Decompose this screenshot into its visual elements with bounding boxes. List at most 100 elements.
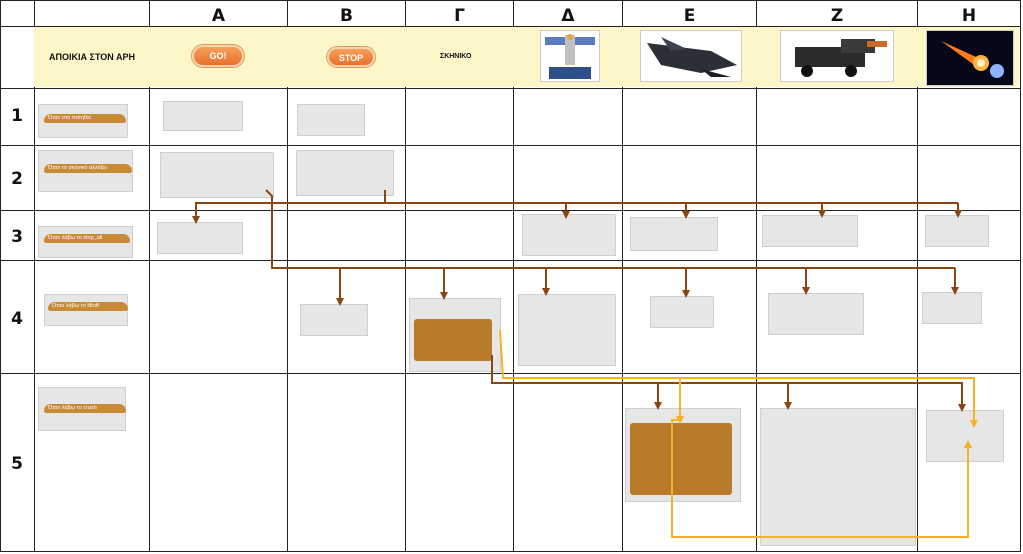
go-button[interactable]: GO! xyxy=(192,45,244,67)
table-cell xyxy=(0,0,35,27)
script-z4 xyxy=(768,293,864,335)
column-header-b: Β xyxy=(340,6,353,26)
table-cell xyxy=(287,88,406,146)
table-cell xyxy=(917,373,1021,552)
table-cell xyxy=(513,210,623,261)
row-number-2: 2 xyxy=(11,169,23,189)
script-a3 xyxy=(157,222,243,254)
table-cell xyxy=(287,145,406,211)
table-cell xyxy=(0,260,35,374)
table-cell xyxy=(0,373,35,552)
table-cell xyxy=(0,210,35,261)
column-header-a: Α xyxy=(211,6,226,26)
table-cell xyxy=(405,373,514,552)
table-cell xyxy=(513,88,623,146)
table-cell xyxy=(287,260,406,374)
script-g4 xyxy=(409,298,501,372)
table-cell xyxy=(34,260,150,374)
row-number-5: 5 xyxy=(11,454,23,474)
table-cell xyxy=(149,145,288,211)
table-cell xyxy=(622,260,757,374)
table-cell xyxy=(0,88,35,146)
table-cell xyxy=(756,373,918,552)
table-cell xyxy=(287,210,406,261)
table-cell xyxy=(513,0,623,27)
script-a1 xyxy=(163,101,243,131)
script-z3 xyxy=(762,215,858,247)
liftoff-arrows xyxy=(265,189,959,306)
script-e3 xyxy=(630,217,718,251)
table-cell xyxy=(149,260,288,374)
satellite-image xyxy=(540,30,600,82)
table-cell xyxy=(756,88,918,146)
table-cell xyxy=(149,88,288,146)
table-cell xyxy=(513,373,623,552)
table-cell xyxy=(405,210,514,261)
crash-arrows xyxy=(491,355,966,412)
row5-label-block: Όταν λάβω το crash xyxy=(44,404,126,413)
row3-label-block: Όταν λάβω το stop_all xyxy=(44,234,130,243)
table-cell xyxy=(917,88,1021,146)
row-number-1: 1 xyxy=(11,106,23,126)
script-g4-loop xyxy=(414,319,492,361)
spaceship-image xyxy=(640,30,742,82)
script-b2 xyxy=(296,150,394,196)
script-h5 xyxy=(926,410,1004,462)
rover-image xyxy=(780,30,894,82)
table-cell xyxy=(622,373,757,552)
table-cell xyxy=(34,373,150,552)
table-cell xyxy=(756,260,918,374)
table-cell xyxy=(287,0,406,27)
table-cell xyxy=(622,145,757,211)
stop-button[interactable]: STOP xyxy=(327,47,375,67)
table-cell xyxy=(405,260,514,374)
row2-label-block: Όταν το σκηνικό αλλάξει xyxy=(44,164,132,173)
table-cell xyxy=(622,0,757,27)
table-cell xyxy=(917,260,1021,374)
stop-all-arrows xyxy=(192,190,962,224)
column-header-h: Η xyxy=(961,6,977,26)
script-z5 xyxy=(760,408,916,546)
table-cell xyxy=(0,145,35,211)
column-header-z: Ζ xyxy=(830,6,844,26)
table-cell xyxy=(405,0,514,27)
table-cell xyxy=(756,0,918,27)
table-cell xyxy=(513,145,623,211)
yellow-arrows xyxy=(499,329,978,538)
row-number-4: 4 xyxy=(11,309,23,329)
script-e5-loop xyxy=(630,423,732,495)
script-a2 xyxy=(160,152,274,198)
column-header-d: Δ xyxy=(561,6,575,26)
script-d4 xyxy=(518,294,616,366)
table-cell xyxy=(756,145,918,211)
column-header-e: Ε xyxy=(683,6,696,26)
table-cell xyxy=(34,0,150,27)
scene-label: ΣΚΗΝΙΚΟ xyxy=(440,53,472,60)
row4-label-block: Όταν λάβω το liftoff xyxy=(48,302,128,311)
table-cell xyxy=(34,145,150,211)
table-cell xyxy=(149,373,288,552)
table-cell xyxy=(405,88,514,146)
meteor-image xyxy=(926,30,1014,86)
table-cell xyxy=(917,0,1021,27)
table-cell xyxy=(513,260,623,374)
table-cell xyxy=(622,88,757,146)
script-b1 xyxy=(297,104,365,136)
project-title: ΑΠΟΙΚΙΑ ΣΤΟΝ ΑΡΗ xyxy=(49,52,135,62)
table-cell xyxy=(756,210,918,261)
table-cell xyxy=(34,88,150,146)
script-h3 xyxy=(925,215,989,247)
row1-label-block: Όταν στο πατηθεί xyxy=(44,114,126,123)
table-cell xyxy=(287,373,406,552)
script-h4 xyxy=(922,292,982,324)
row-number-3: 3 xyxy=(11,227,23,247)
table-cell xyxy=(34,210,150,261)
table-cell xyxy=(622,210,757,261)
script-b4 xyxy=(300,304,368,336)
table-cell xyxy=(917,26,1021,89)
table-cell xyxy=(405,145,514,211)
table-cell xyxy=(917,145,1021,211)
table-cell xyxy=(149,0,288,27)
script-e5 xyxy=(625,408,741,502)
